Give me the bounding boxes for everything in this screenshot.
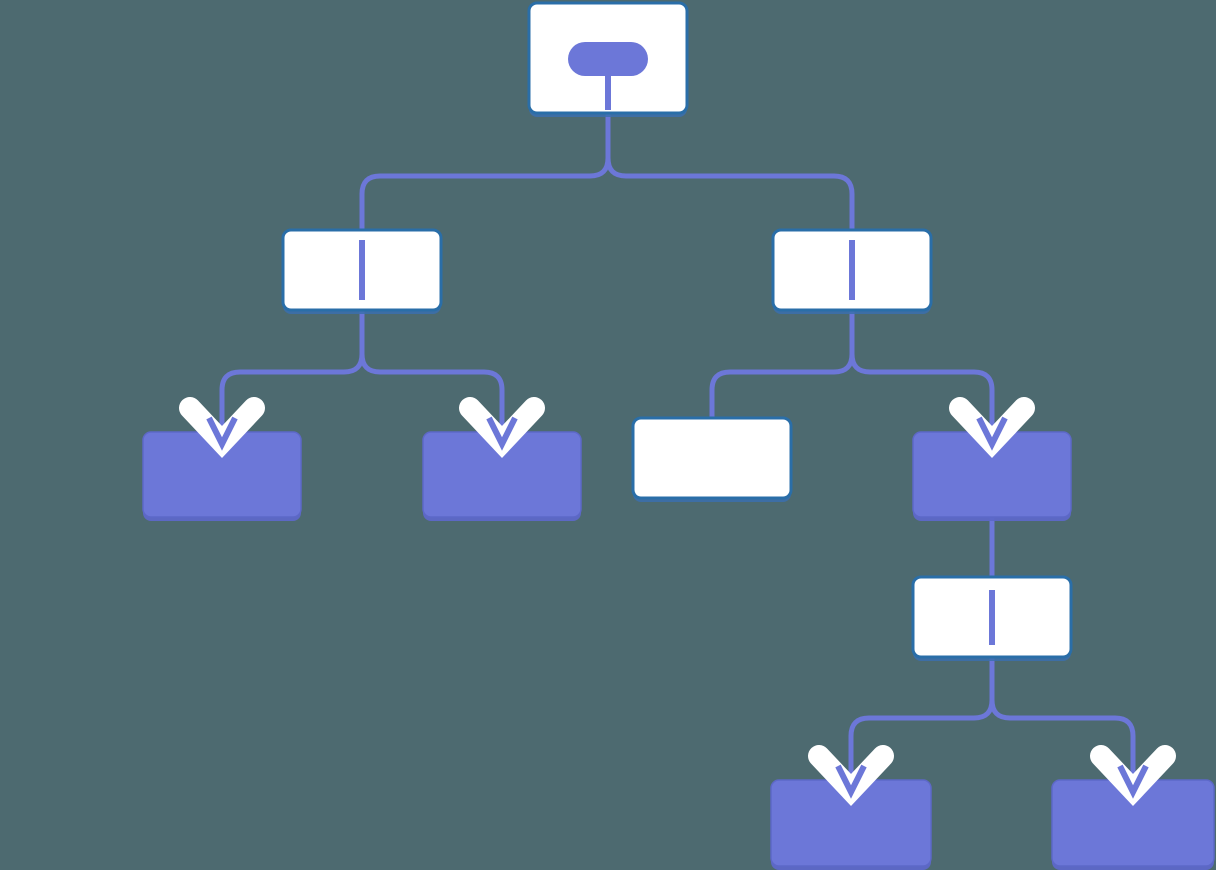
node-n1[interactable] xyxy=(281,228,443,314)
node-n9[interactable] xyxy=(1051,779,1215,870)
edge-n2-n6 xyxy=(849,310,995,444)
edge-n1-n4 xyxy=(359,310,505,444)
arrowhead-layer xyxy=(179,397,1176,807)
arrowhead-icon xyxy=(486,416,518,451)
edge-line xyxy=(359,113,611,230)
node-layer xyxy=(142,1,1215,870)
node-pill-badge xyxy=(568,42,648,76)
arrow-marker-n8 xyxy=(808,745,894,807)
edge-n2-n5 xyxy=(709,310,855,418)
node-inner-tick xyxy=(359,240,365,300)
edge-layer xyxy=(219,113,1136,792)
node-inner-tick xyxy=(849,240,855,300)
node-n7[interactable] xyxy=(911,575,1073,661)
node-n8[interactable] xyxy=(770,779,932,870)
arrowhead-icon xyxy=(206,416,238,451)
node-inner-tick xyxy=(989,590,995,645)
arrow-marker-n4 xyxy=(459,397,545,459)
node-n2[interactable] xyxy=(771,228,933,314)
edge-line xyxy=(709,310,855,418)
edge-line xyxy=(359,310,505,444)
edge-n7-n9 xyxy=(989,657,1136,792)
node-n4[interactable] xyxy=(422,431,582,521)
edge-line xyxy=(605,113,855,230)
arrow-marker-n6 xyxy=(949,397,1035,459)
node-n0[interactable] xyxy=(527,1,689,117)
arrow-marker-n3 xyxy=(179,397,265,459)
arrow-marker-n9 xyxy=(1090,745,1176,807)
node-box[interactable] xyxy=(631,416,793,500)
arrowhead-icon xyxy=(835,764,867,799)
arrowhead-icon xyxy=(976,416,1008,451)
node-inner-tick xyxy=(605,60,611,110)
edge-n0-n2 xyxy=(605,113,855,230)
node-n6[interactable] xyxy=(912,431,1072,521)
edge-line xyxy=(989,657,1136,792)
edge-line xyxy=(849,310,995,444)
edge-n0-n1 xyxy=(359,113,611,230)
node-n5[interactable] xyxy=(631,416,793,502)
arrowhead-icon xyxy=(1117,764,1149,799)
